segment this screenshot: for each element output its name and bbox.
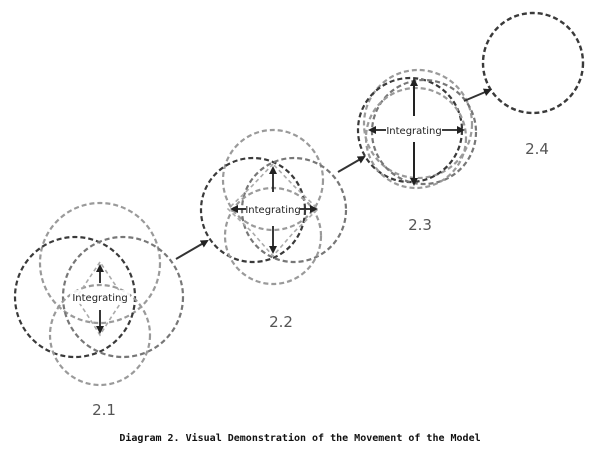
stage-2-3-integrating-label: Integrating	[386, 126, 441, 137]
stage-2-1: Integrating 2.1	[13, 201, 185, 419]
arrow-2-2-to-2-3	[337, 156, 366, 173]
stage-2-2-integrating-label: Integrating	[245, 205, 300, 216]
stage-2-3-circle-1	[362, 68, 474, 180]
stage-2-3-label-bg	[386, 123, 442, 137]
stage-2-1-circle-left	[13, 235, 137, 359]
stage-2-4: 2.4	[481, 11, 585, 158]
stage-2-1-circle-right	[61, 235, 185, 359]
stage-2-1-label: 2.1	[92, 401, 116, 419]
arrow-2-1-to-2-2	[175, 239, 209, 260]
stage-2-2-circle-left	[199, 156, 307, 264]
stage-2-2-circle-right	[240, 156, 348, 264]
stage-2-1-integrating-label: Integrating	[72, 293, 127, 304]
stage-2-1-circle-bottom	[48, 283, 152, 387]
stage-2-4-circle	[481, 11, 585, 115]
stage-2-1-circle-top	[38, 201, 162, 325]
stage-2-2-circle-top	[221, 128, 325, 232]
arrow-2-3-to-2-4	[463, 88, 492, 102]
diagram-caption: Diagram 2. Visual Demonstration of the M…	[119, 432, 480, 444]
stage-2-2-label: 2.2	[269, 313, 293, 331]
stage-2-3: Integrating 2.3	[356, 68, 478, 234]
stage-2-2-inner-lens	[226, 162, 320, 258]
stage-2-1-label-bg	[70, 290, 130, 304]
stage-2-2: Integrating 2.2	[199, 128, 348, 331]
stage-2-2-label-bg	[246, 202, 300, 216]
stage-2-4-label: 2.4	[525, 140, 549, 158]
stage-2-3-circle-4	[364, 86, 468, 190]
stage-2-3-label: 2.3	[408, 216, 432, 234]
stage-2-1-inner-lens	[75, 260, 125, 337]
